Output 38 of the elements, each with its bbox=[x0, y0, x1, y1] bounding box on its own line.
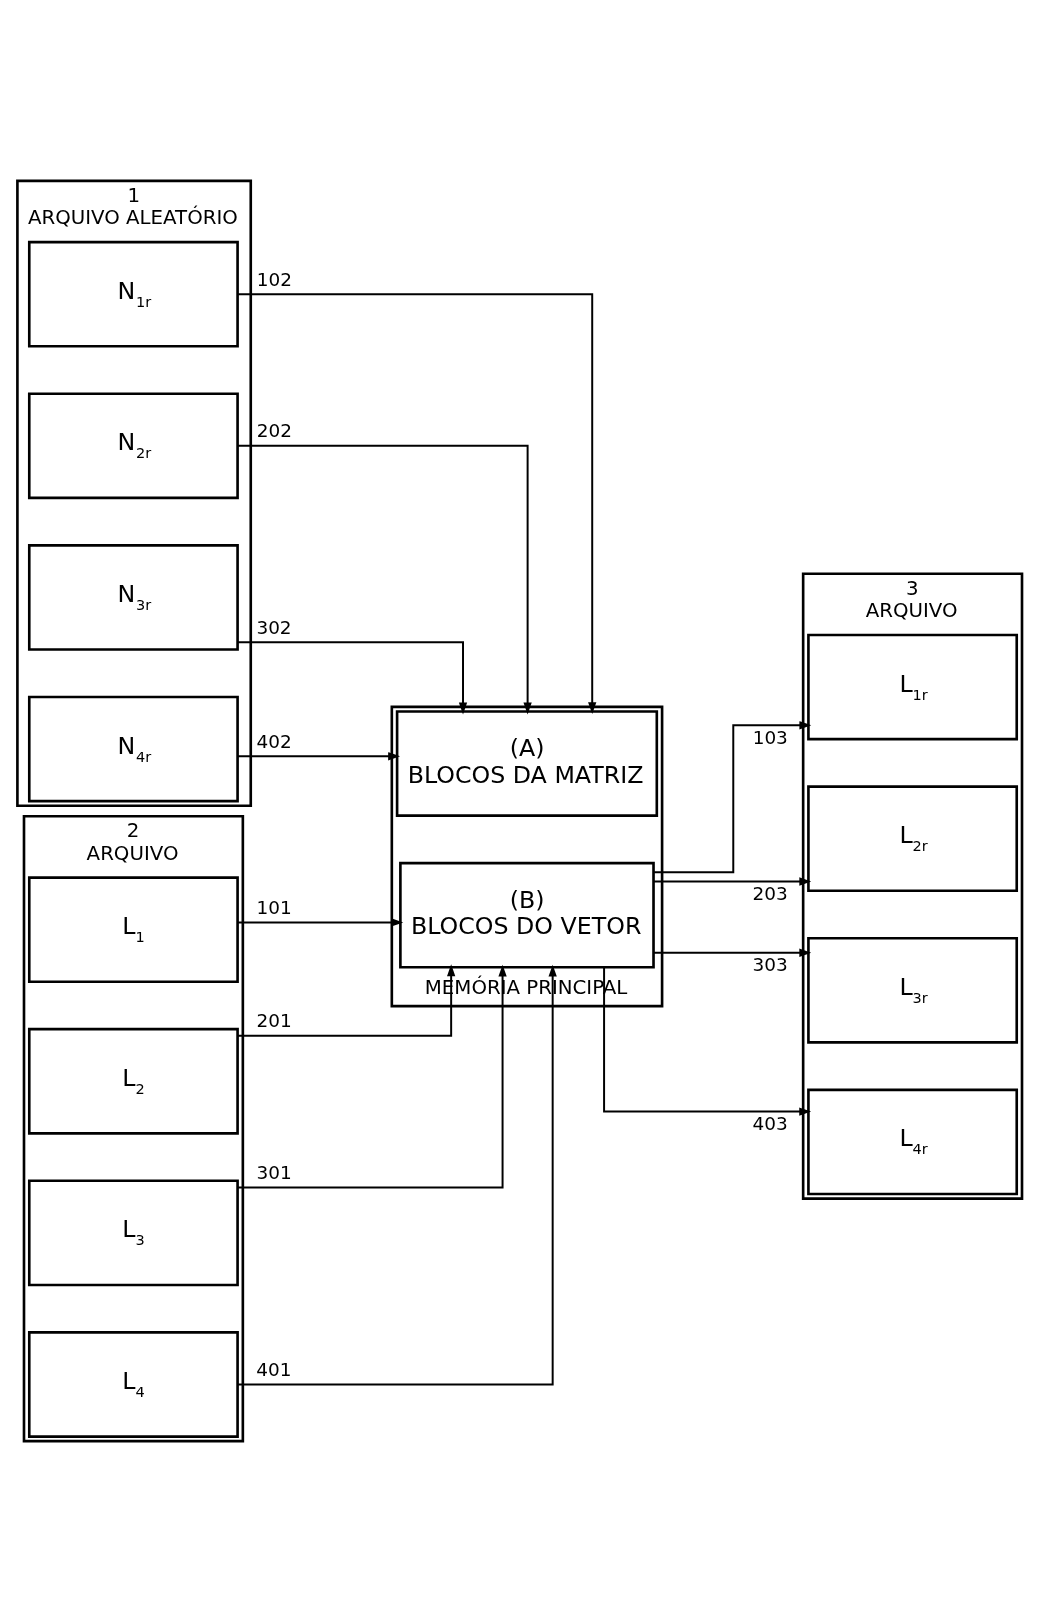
arrow bbox=[237, 444, 532, 714]
arrow bbox=[236, 640, 468, 714]
node-box: L$_{1}$ bbox=[27, 875, 239, 983]
node-box: L$_{2r}$ bbox=[807, 784, 1019, 892]
node-box: L$_{2}$ bbox=[27, 1027, 239, 1135]
node-box: (A) BLOCOS DA MATRIZ bbox=[395, 709, 659, 817]
edge-label: 102 bbox=[256, 268, 293, 290]
node-box: L$_{4}$ bbox=[27, 1330, 239, 1438]
arrow bbox=[236, 964, 507, 1188]
edge-label: 401 bbox=[256, 1358, 292, 1380]
arrow bbox=[652, 876, 812, 886]
edge-label: 203 bbox=[752, 882, 788, 904]
arrow bbox=[236, 917, 404, 927]
edge-label: 202 bbox=[256, 419, 292, 441]
node-box: N$_{2r}$ bbox=[27, 391, 239, 499]
edge-label: 101 bbox=[256, 896, 292, 918]
edge-label: 201 bbox=[256, 1009, 292, 1031]
arrow bbox=[236, 963, 456, 1037]
arrow bbox=[237, 292, 597, 714]
node-box: N$_{4r}$ bbox=[27, 695, 239, 802]
node-box: N$_{3r}$ bbox=[27, 543, 239, 651]
edge-label: 103 bbox=[752, 726, 788, 748]
node-box: L$_{4r}$ bbox=[807, 1088, 1019, 1195]
edge-label: 303 bbox=[752, 953, 788, 975]
node-box: (B) BLOCOS DO VETOR bbox=[399, 861, 655, 969]
arrow bbox=[652, 948, 812, 957]
node-box: L$_{3r}$ bbox=[807, 936, 1019, 1044]
edge-label: 302 bbox=[256, 616, 292, 638]
edge-label: 403 bbox=[752, 1112, 788, 1134]
node-box: N$_{1r}$ bbox=[27, 240, 239, 348]
arrow bbox=[653, 720, 812, 873]
arrow bbox=[236, 751, 401, 760]
arrow bbox=[236, 964, 557, 1385]
node-box: L$_{3}$ bbox=[27, 1179, 239, 1286]
arrow bbox=[603, 965, 812, 1116]
edge-label: 402 bbox=[256, 730, 292, 752]
edge-label: 301 bbox=[256, 1161, 292, 1183]
node-box: L$_{1r}$ bbox=[807, 633, 1019, 740]
